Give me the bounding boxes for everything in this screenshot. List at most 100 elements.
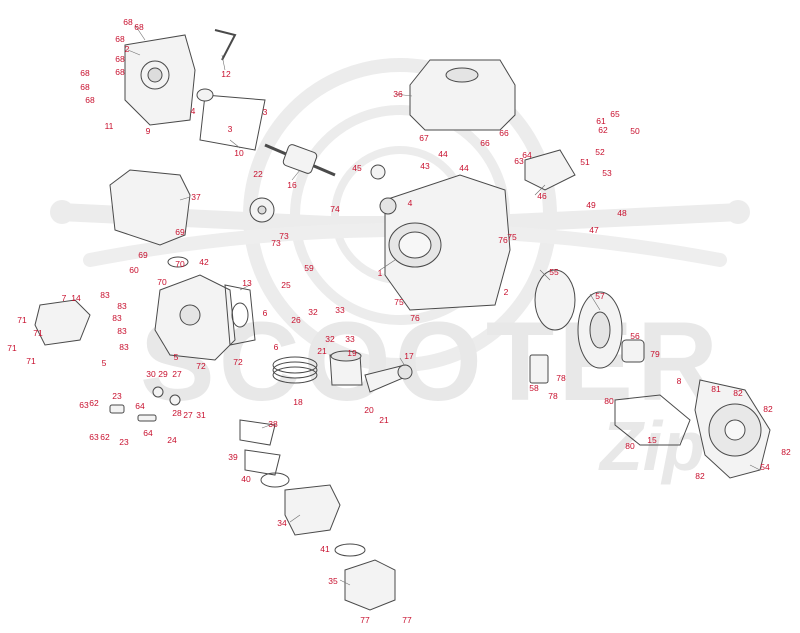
callout-label: 4	[407, 198, 413, 208]
callout-label: 33	[345, 334, 355, 344]
callout-label: 26	[291, 315, 301, 325]
callout-label: 78	[556, 373, 566, 383]
callout-label: 62	[100, 432, 110, 442]
callout-label: 30	[146, 369, 156, 379]
callout-label: 72	[233, 357, 243, 367]
callout-label: 83	[100, 290, 110, 300]
callout-label: 76	[498, 235, 508, 245]
callout-label: 55	[549, 267, 559, 277]
callout-label: 63	[514, 156, 524, 166]
callout-label: 54	[760, 462, 770, 472]
callout-label: 82	[781, 447, 791, 457]
watermark-suffix: Zip	[598, 407, 705, 485]
callout-label: 29	[158, 369, 168, 379]
callout-label: 68	[134, 22, 144, 32]
callout-label: 81	[711, 384, 721, 394]
callout-label: 44	[438, 149, 448, 159]
callout-label: 4	[190, 106, 196, 116]
callout-label: 12	[221, 69, 231, 79]
callout-label: 64	[143, 428, 153, 438]
callout-label: 15	[647, 435, 657, 445]
callout-label: 77	[402, 615, 412, 625]
callout-label: 71	[17, 315, 27, 325]
callout-label: 73	[271, 238, 281, 248]
parts	[34, 29, 771, 611]
callout-label: 62	[89, 398, 99, 408]
callout-label: 5	[101, 358, 107, 368]
callout-label: 27	[172, 369, 182, 379]
callout-label: 40	[241, 474, 251, 484]
callout-label: 32	[308, 307, 318, 317]
callout-label: 76	[410, 313, 420, 323]
callout-label: 46	[537, 191, 547, 201]
callout-label: 82	[733, 388, 743, 398]
callout-label: 68	[80, 68, 90, 78]
callout-label: 33	[335, 305, 345, 315]
callout-label: 65	[610, 109, 620, 119]
callout-label: 31	[196, 410, 206, 420]
callout-label: 67	[419, 133, 429, 143]
callout-label: 5	[173, 352, 179, 362]
callout-label: 62	[598, 125, 608, 135]
callout-label: 68	[85, 95, 95, 105]
callout-label: 35	[328, 576, 338, 586]
callout-label: 23	[119, 437, 129, 447]
callout-label: 53	[602, 168, 612, 178]
callout-label: 69	[175, 227, 185, 237]
callout-label: 2	[124, 44, 130, 54]
callout-label: 32	[325, 334, 335, 344]
callout-label: 47	[589, 225, 599, 235]
callout-label: 82	[695, 471, 705, 481]
callout-label: 44	[459, 163, 469, 173]
callout-label: 70	[175, 259, 185, 269]
callout-label: 71	[26, 356, 36, 366]
callout-label: 77	[360, 615, 370, 625]
callout-label: 50	[630, 126, 640, 136]
callout-label: 27	[183, 410, 193, 420]
callout-label: 23	[112, 391, 122, 401]
callout-label: 75	[507, 232, 517, 242]
callout-label: 9	[145, 126, 151, 136]
callout-label: 24	[167, 435, 177, 445]
callout-label: 64	[522, 150, 532, 160]
callout-label: 63	[89, 432, 99, 442]
callout-label: 71	[33, 328, 43, 338]
callout-label: 36	[393, 89, 403, 99]
callout-label: 42	[199, 257, 209, 267]
callout-label: 21	[379, 415, 389, 425]
callout-label: 14	[71, 293, 81, 303]
callout-label: 70	[157, 277, 167, 287]
callout-label: 16	[287, 180, 297, 190]
callout-label: 7	[61, 293, 67, 303]
callout-label: 60	[129, 265, 139, 275]
callout-label: 45	[352, 163, 362, 173]
leader-lines	[127, 24, 761, 586]
callout-label: 13	[242, 278, 252, 288]
callout-label: 2	[503, 287, 509, 297]
callout-label: 21	[317, 346, 327, 356]
callout-label: 58	[529, 383, 539, 393]
callout-label: 61	[596, 116, 606, 126]
callout-label: 3	[262, 107, 268, 117]
callout-label: 80	[625, 441, 635, 451]
callout-label: 39	[228, 452, 238, 462]
callout-label: 10	[234, 148, 244, 158]
callout-label: 41	[320, 544, 330, 554]
callout-label: 75	[394, 297, 404, 307]
callout-label: 80	[604, 396, 614, 406]
callout-label: 6	[273, 342, 279, 352]
callout-label: 68	[80, 82, 90, 92]
callout-label: 51	[580, 157, 590, 167]
callout-label: 68	[115, 67, 125, 77]
callout-label: 68	[123, 17, 133, 27]
callout-label: 73	[279, 231, 289, 241]
callout-label: 82	[763, 404, 773, 414]
callout-label: 43	[420, 161, 430, 171]
callout-label: 25	[281, 280, 291, 290]
callout-label: 52	[595, 147, 605, 157]
callout-label: 64	[135, 401, 145, 411]
callout-label: 83	[112, 313, 122, 323]
callout-label: 17	[404, 351, 414, 361]
